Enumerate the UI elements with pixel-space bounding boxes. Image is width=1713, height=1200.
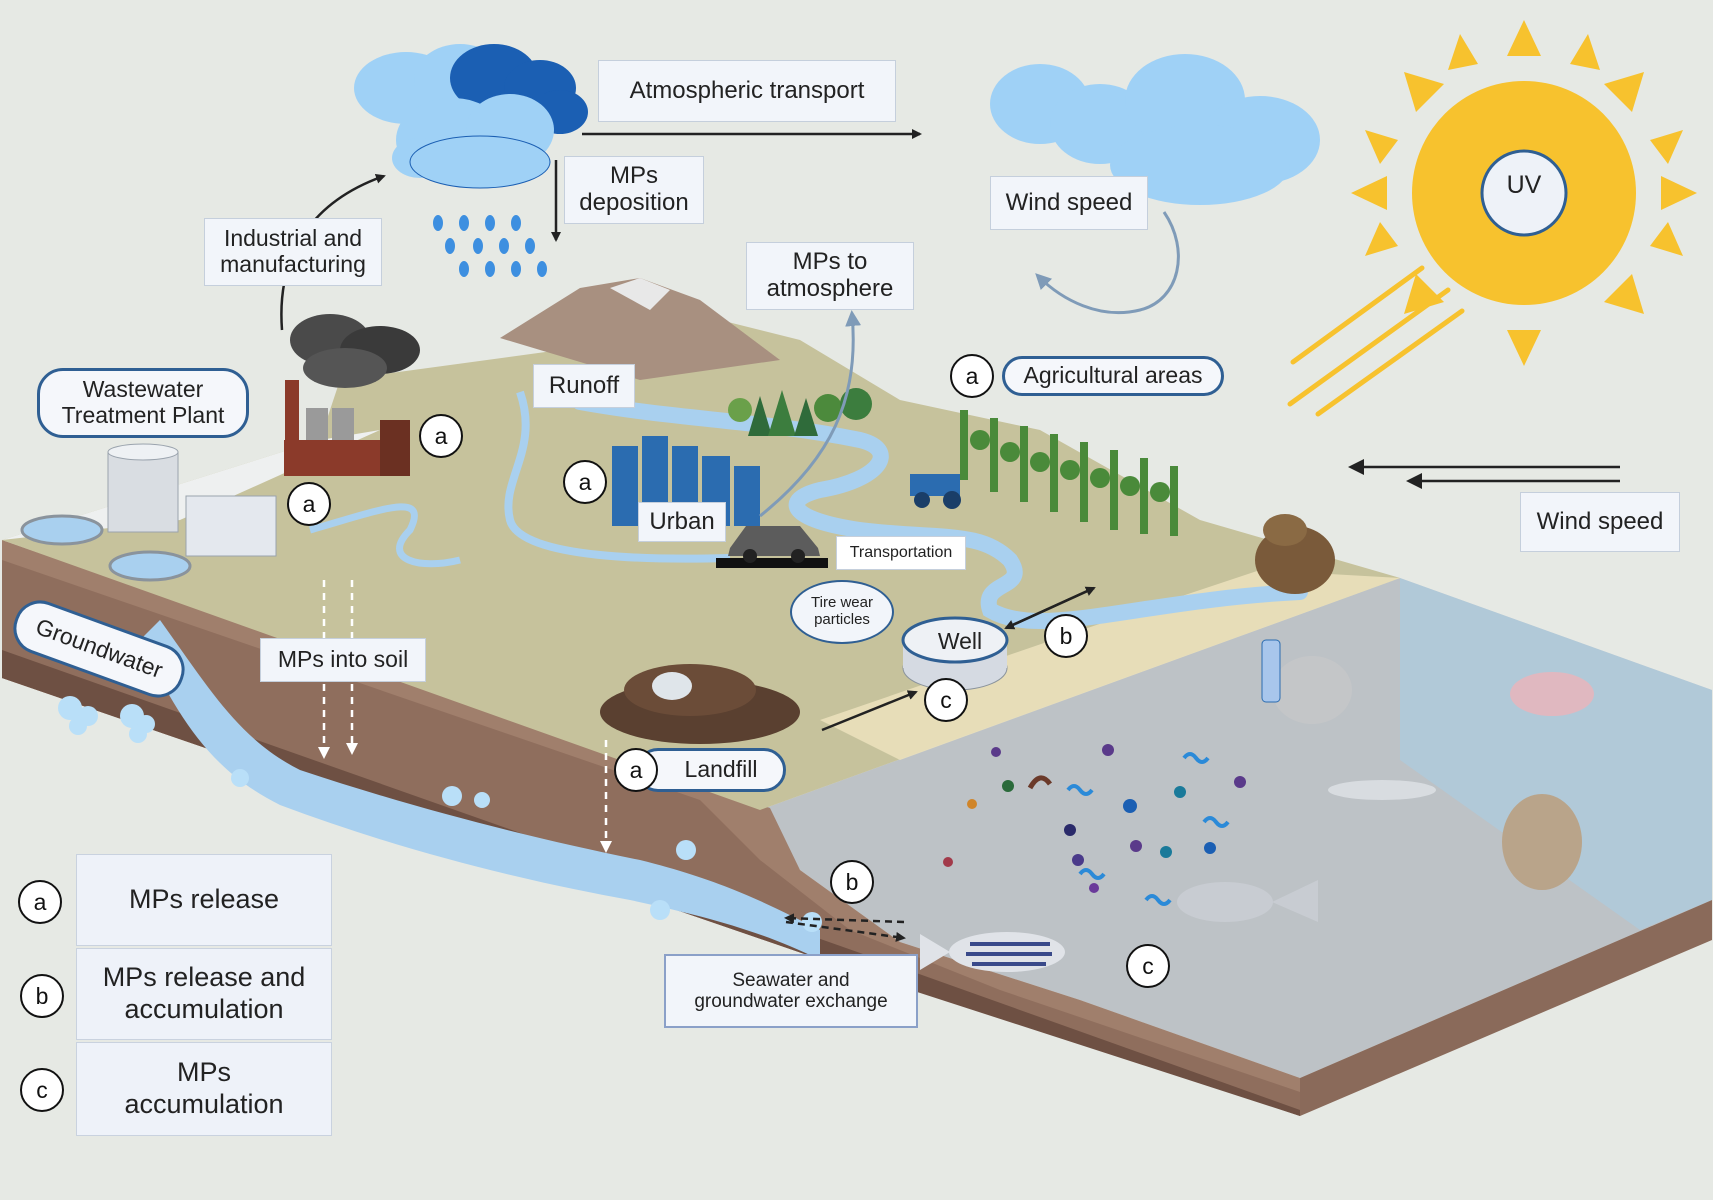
- urban-label: Urban: [638, 502, 726, 542]
- seawater-exchange-label: Seawater and groundwater exchange: [664, 954, 918, 1028]
- marker-sea-life: c: [1126, 944, 1170, 988]
- tractor-icon: [910, 474, 961, 509]
- frog-icon: [1255, 514, 1335, 594]
- marker-urban: a: [563, 460, 607, 504]
- crops-icon: [960, 410, 1178, 536]
- uv-label: UV: [1506, 171, 1542, 199]
- sun-icon: [1287, 20, 1697, 417]
- microplastic-particles: [943, 744, 1246, 906]
- factory-icon: [284, 314, 420, 476]
- treatment-plant-icon: [20, 443, 277, 582]
- marker-well-link: b: [1044, 614, 1088, 658]
- marker-well: c: [924, 678, 968, 722]
- marker-plant-outlet: a: [287, 482, 331, 526]
- trees-icon: [728, 388, 872, 436]
- well-label: Well: [937, 628, 983, 655]
- legend-letter-a: a: [18, 880, 62, 924]
- atmospheric-transport-label: Atmospheric transport: [598, 60, 896, 122]
- agricultural-areas-label: Agricultural areas: [1002, 356, 1224, 396]
- legend-letter-c: c: [20, 1068, 64, 1112]
- well-icon: [901, 616, 1009, 691]
- plant-stream: [309, 503, 461, 568]
- mps-into-soil-label: MPs into soil: [260, 638, 426, 682]
- mps-deposition-label: MPs deposition: [564, 156, 704, 224]
- wind-speed-right-label: Wind speed: [1520, 492, 1680, 552]
- wind-speed-top-label: Wind speed: [990, 176, 1148, 230]
- rain-drops: [433, 215, 547, 277]
- marker-agricultural: a: [950, 354, 994, 398]
- runoff-stream: [504, 390, 731, 563]
- marker-factory: a: [419, 414, 463, 458]
- mps-to-atmosphere-label: MPs to atmosphere: [746, 242, 914, 310]
- landfill-label: Landfill: [636, 748, 786, 792]
- legend-text-b: MPs release and accumulation: [76, 948, 332, 1040]
- river: [572, 394, 1308, 629]
- legend-letter-b: b: [20, 974, 64, 1018]
- marker-seawater: b: [830, 860, 874, 904]
- landfill-icon: [600, 664, 800, 744]
- legend-text-a: MPs release: [76, 854, 332, 946]
- sea-life-icons: [920, 639, 1594, 972]
- marker-landfill: a: [614, 748, 658, 792]
- flow-arrows: [280, 129, 1620, 942]
- industrial-manufacturing-label: Industrial and manufacturing: [204, 218, 382, 286]
- groundwater-microplastics: [58, 696, 822, 932]
- transportation-label: Transportation: [836, 536, 966, 570]
- soil-cross-section: [2, 540, 1300, 1116]
- cloud-icon: [354, 44, 1320, 205]
- wastewater-plant-label: Wastewater Treatment Plant: [37, 368, 249, 438]
- car-icon: [716, 526, 828, 568]
- runoff-label: Runoff: [533, 364, 635, 408]
- tire-wear-label: Tire wear particles: [790, 580, 894, 644]
- legend-text-c: MPs accumulation: [76, 1042, 332, 1136]
